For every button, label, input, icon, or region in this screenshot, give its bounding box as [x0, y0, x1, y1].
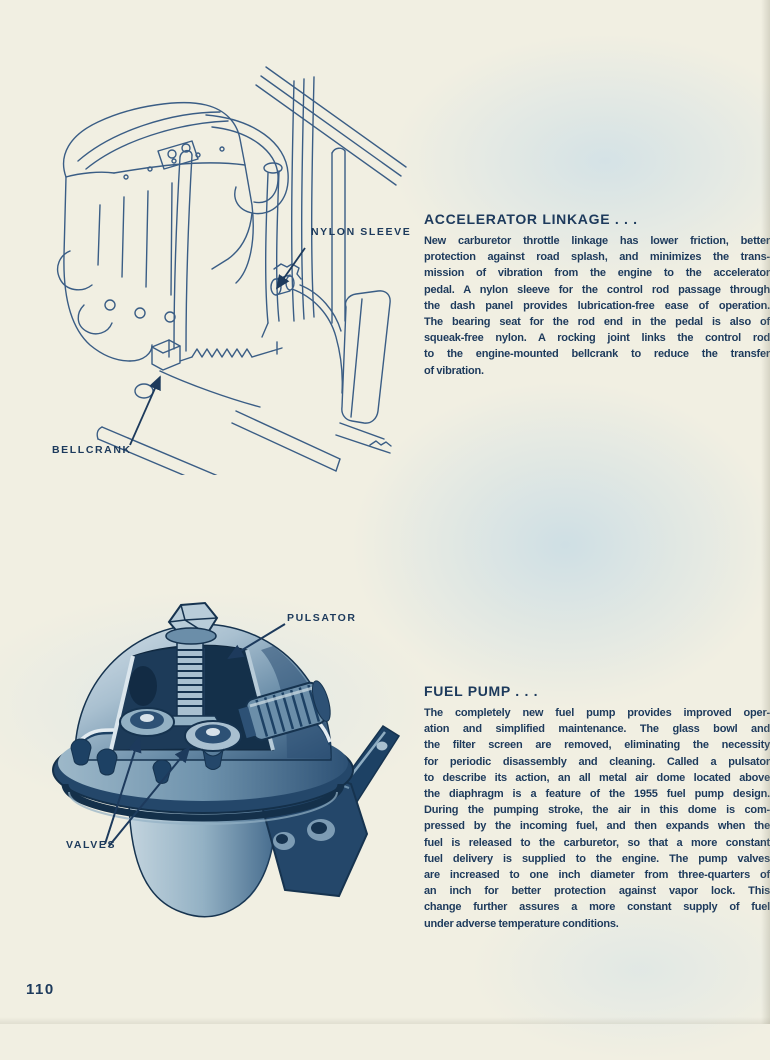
label-nylon-sleeve: NYLON SLEEVE: [311, 226, 412, 238]
paragraph-line: protection against road splash, and mini…: [424, 251, 770, 264]
paragraph-line: mission of vibration from the engine to …: [424, 267, 770, 280]
fuel-pump-paragraph: The completely new fuel pump provides im…: [424, 705, 770, 932]
paragraph-line: for periodic disassembly and cleaning. C…: [424, 755, 770, 768]
label-bellcrank: BELLCRANK: [52, 444, 132, 456]
accelerator-linkage-illustration: [56, 66, 407, 475]
paragraph-line: fuel is released to the carburetor, so t…: [424, 836, 770, 849]
paragraph-line: to describe its action, an all metal air…: [424, 771, 770, 784]
label-pulsator: PULSATOR: [287, 612, 357, 624]
paragraph-line: The completely new fuel pump provides im…: [424, 707, 770, 719]
valve-left: [119, 707, 175, 737]
arrow-to-pulsator: [227, 623, 286, 660]
leader-arrows: [104, 623, 286, 847]
paragraph-line: pressed by the incoming fuel, and then e…: [424, 820, 770, 833]
page-number: 110: [26, 981, 55, 998]
arrow-to-bellcrank: [129, 375, 161, 446]
paragraph-line: squeak-free nylon. A rocking joint links…: [424, 332, 770, 345]
engine-line-art: [56, 66, 407, 475]
accelerator-linkage-heading: ACCELERATOR LINKAGE . . .: [424, 211, 638, 227]
fuel-pump-section: FUEL PUMP . . . The completely new fuel …: [424, 683, 770, 932]
paragraph-line: the filter screen are removed, eliminati…: [424, 739, 770, 752]
paragraph-line: New carburetor throttle linkage has lowe…: [424, 235, 770, 247]
leader-arrows: [129, 247, 306, 446]
arrow-to-valve-left: [104, 736, 142, 845]
fuel-pump-art: [52, 601, 401, 918]
paragraph-line: are increased to one inch diameter from …: [424, 869, 770, 882]
paragraph-line: ation and simplified maintenance. The gl…: [424, 723, 770, 736]
paragraph-line: of vibration.: [424, 364, 484, 377]
label-valves: VALVES: [66, 839, 117, 851]
accelerator-linkage-section: ACCELERATOR LINKAGE . . . New carburetor…: [424, 211, 770, 379]
paragraph-line: an inch for better protection against va…: [424, 885, 770, 898]
paragraph-line: under adverse temperature conditions.: [424, 917, 619, 930]
fuel-pump-illustration: [52, 601, 401, 918]
arrow-to-nylon-sleeve: [275, 247, 306, 290]
paragraph-line: pedal. A nylon sleeve for the control ro…: [424, 283, 770, 296]
paragraph-line: fuel delivery is supplied to the engine.…: [424, 852, 770, 865]
paragraph-line: change further assures a more constant s…: [424, 901, 770, 914]
accelerator-linkage-paragraph: New carburetor throttle linkage has lowe…: [424, 233, 770, 379]
fuel-pump-heading: FUEL PUMP . . .: [424, 683, 539, 699]
arrow-to-valve-right: [108, 746, 191, 847]
page-edge-shadow: [0, 1017, 770, 1024]
paragraph-line: to the engine-mounted bellcrank to reduc…: [424, 348, 770, 361]
outlet-fitting: [238, 680, 331, 741]
paragraph-line: The bearing seat for the rod end in the …: [424, 316, 770, 329]
dome-bolt: [165, 601, 219, 645]
paragraph-line: During the pumping stroke, the air in th…: [424, 804, 770, 817]
valve-right: [184, 720, 242, 752]
paragraph-line: the diaphragm is a feature of the 1955 f…: [424, 788, 770, 801]
page-edge-shadow: [761, 0, 770, 1024]
paragraph-line: the dash panel provides lubrication-free…: [424, 299, 770, 312]
